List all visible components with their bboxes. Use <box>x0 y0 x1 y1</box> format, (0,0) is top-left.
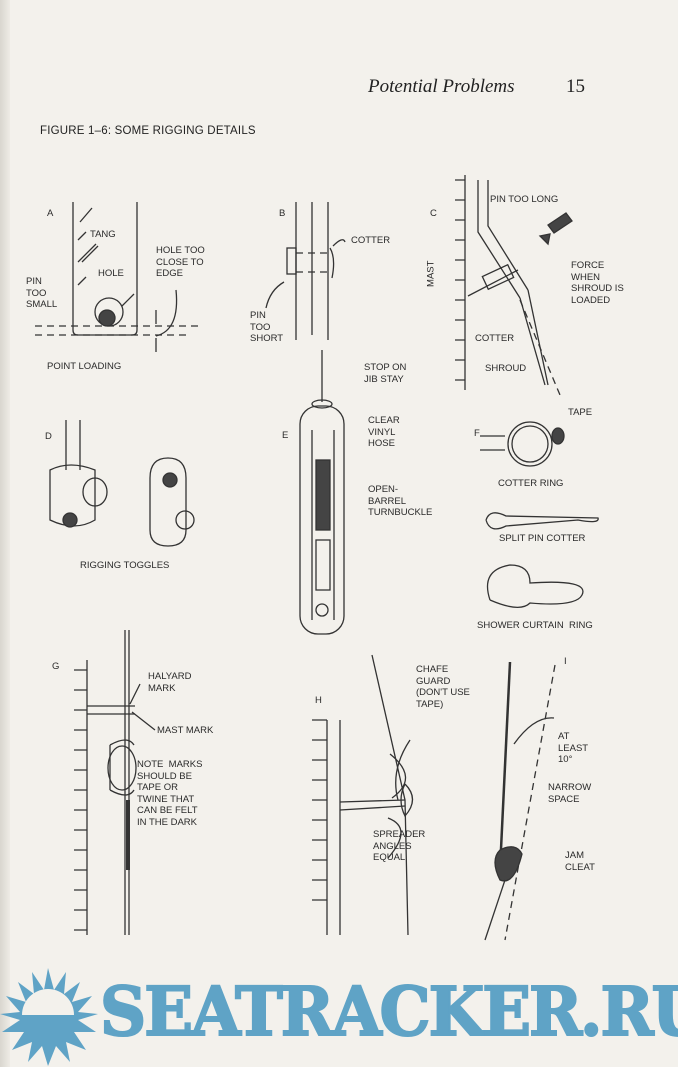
label-d: D <box>45 431 52 442</box>
label-point-loading: POINT LOADING <box>47 361 122 372</box>
figure-b-pin <box>265 202 346 340</box>
label-tape-f: TAPE <box>568 407 593 418</box>
label-spreader: SPREADER ANGLES EQUAL <box>373 829 426 863</box>
label-a: A <box>47 208 54 219</box>
label-b: B <box>279 208 286 219</box>
label-pin-too-long: PIN TOO LONG <box>490 194 559 205</box>
label-hole-too-close: HOLE TOO CLOSE TO EDGE <box>156 245 205 279</box>
label-pin-too-short: PIN TOO SHORT <box>250 310 284 344</box>
label-force: FORCE WHEN SHROUD IS LOADED <box>571 260 624 306</box>
label-halyard-mark: HALYARD MARK <box>148 671 192 694</box>
rigging-illustrations <box>35 175 599 941</box>
label-stop-on-jib-stay: STOP ON JIB STAY <box>364 362 407 385</box>
label-note: NOTE MARKS SHOULD BE TAPE OR TWINE THAT … <box>137 759 203 828</box>
figure-c-mast <box>455 175 573 396</box>
label-rigging-toggles: RIGGING TOGGLES <box>80 560 170 571</box>
label-clear-vinyl-hose: CLEAR VINYL HOSE <box>368 415 400 449</box>
label-tang: TANG <box>90 229 116 240</box>
sun-logo-icon <box>0 968 98 1066</box>
running-title: Potential Problems <box>368 76 515 97</box>
label-shroud: SHROUD <box>485 363 527 374</box>
label-cotter-c: COTTER <box>475 333 515 344</box>
label-shower-ring: SHOWER CURTAIN RING <box>477 620 593 631</box>
label-c: C <box>430 208 437 219</box>
label-narrow-space: NARROW SPACE <box>548 782 592 805</box>
label-mast-mark: MAST MARK <box>157 725 214 736</box>
label-chafe-guard: CHAFE GUARD (DON'T USE TAPE) <box>416 664 470 710</box>
figure-title: FIGURE 1–6: SOME RIGGING DETAILS <box>40 125 256 137</box>
figure-e-turnbuckle <box>299 350 345 635</box>
watermark-text: SEATRACKER.RU <box>99 972 678 1053</box>
page-number: 15 <box>566 76 585 97</box>
label-at-least: AT LEAST 10° <box>558 731 589 765</box>
label-pin-too-small: PIN TOO SMALL <box>26 276 58 310</box>
label-f: F <box>474 428 480 439</box>
label-g: G <box>52 661 60 672</box>
label-open-barrel: OPEN- BARREL TURNBUCKLE <box>368 484 433 518</box>
label-cotter-b: COTTER <box>351 235 391 246</box>
label-i: I <box>564 656 567 667</box>
label-hole: HOLE <box>98 268 124 279</box>
figure-d-toggles <box>49 420 195 547</box>
page-edge-shadow <box>0 0 10 1067</box>
figure-h-spreader <box>312 654 414 936</box>
figure-a-tang <box>35 202 200 352</box>
label-jam-cleat: JAM CLEAT <box>565 850 595 873</box>
figure-i-jam-cleat <box>484 661 556 941</box>
figure-f-rings <box>480 421 599 608</box>
label-split-pin: SPLIT PIN COTTER <box>499 533 586 544</box>
figure-g-halyard <box>74 630 156 935</box>
label-h: H <box>315 695 322 706</box>
label-mast-c: MAST <box>425 260 437 287</box>
label-e: E <box>282 430 289 441</box>
label-cotter-ring: COTTER RING <box>498 478 564 489</box>
